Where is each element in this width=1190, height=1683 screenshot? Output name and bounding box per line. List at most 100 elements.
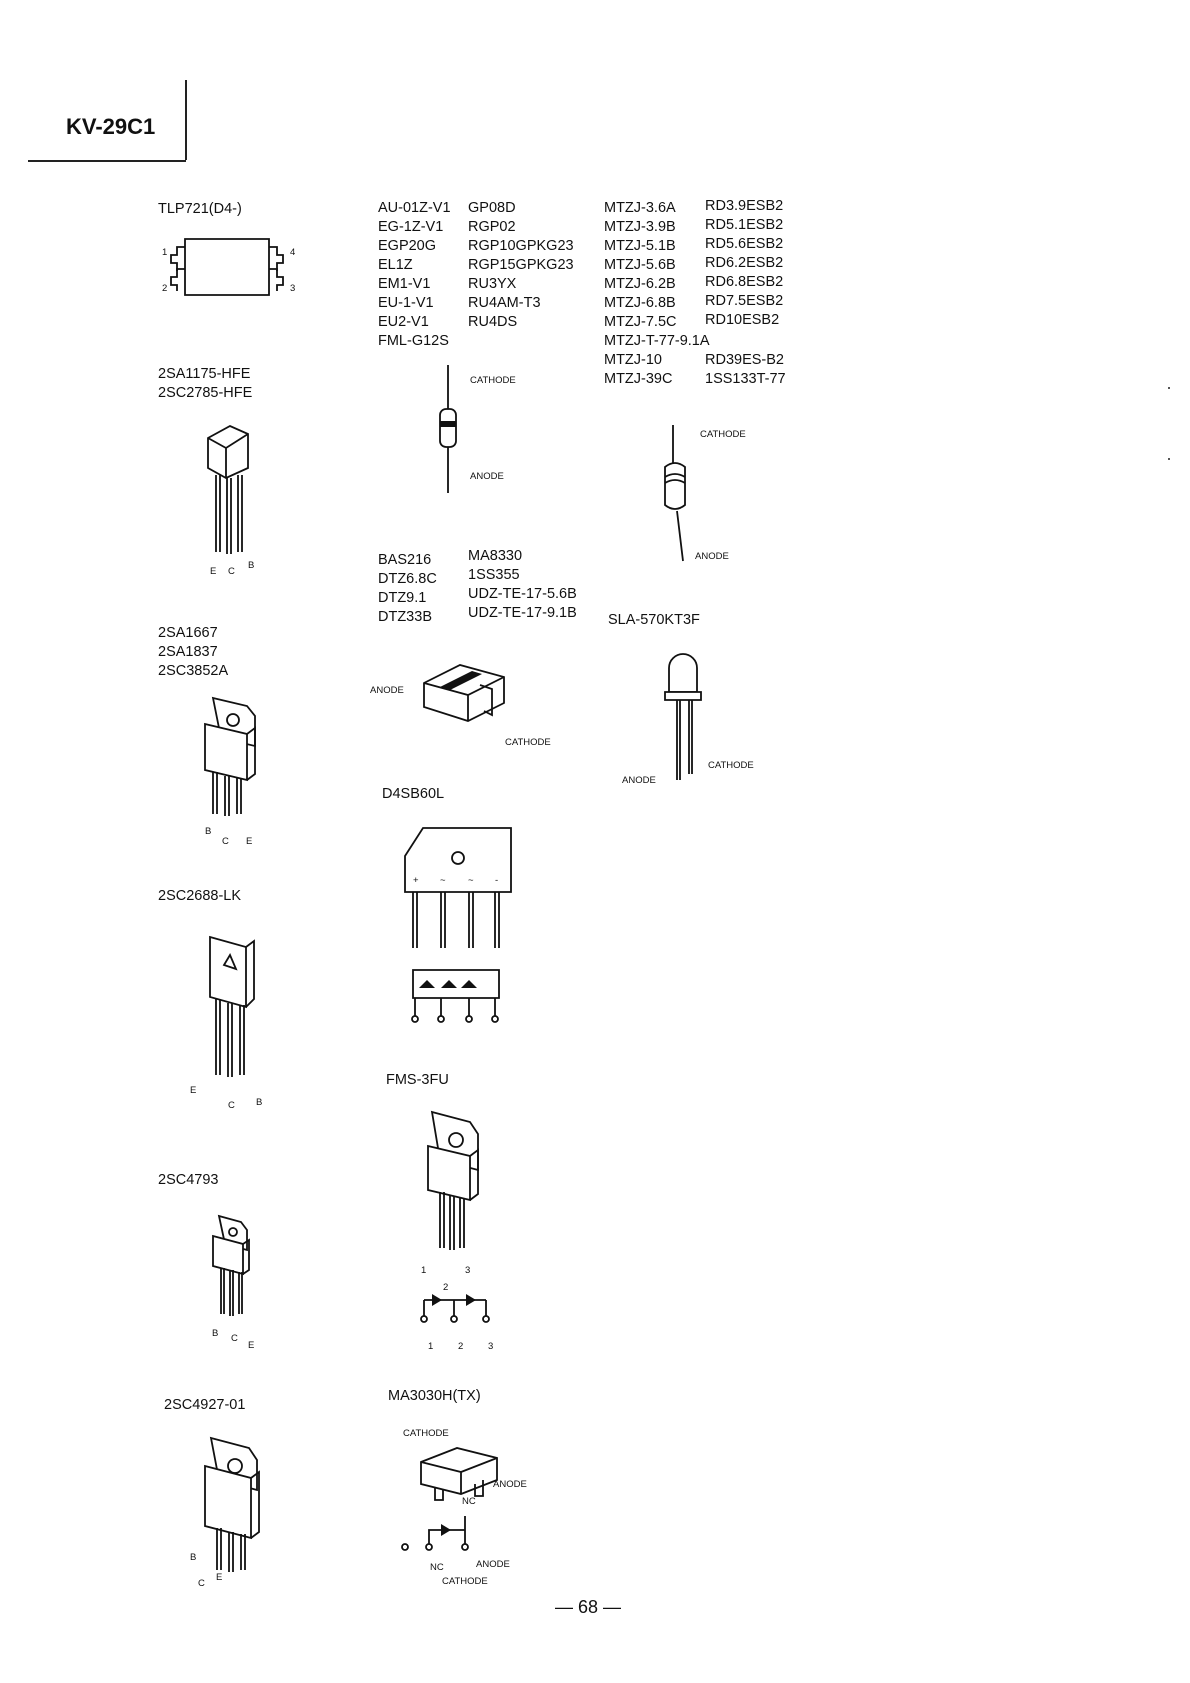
diode2-a-1: DTZ6.8C — [378, 571, 437, 587]
t5-label: 2SC4927-01 — [164, 1397, 246, 1413]
diode1-a-4: EM1-V1 — [378, 276, 431, 292]
zener-a-8: MTZJ-10 — [604, 352, 662, 368]
tlp-pin-3: 3 — [290, 283, 296, 294]
diode1-cathode-label: CATHODE — [470, 375, 516, 386]
bridge-label: D4SB60L — [382, 786, 445, 802]
t4-label: 2SC4793 — [158, 1172, 219, 1188]
t1-pin-b: B — [248, 560, 255, 571]
t2-pin-c: C — [222, 836, 229, 847]
diode1-b-0: GP08D — [468, 200, 516, 216]
diode1-a-0: AU-01Z-V1 — [378, 200, 451, 216]
header-divider-vertical — [185, 80, 187, 160]
diode1-a-3: EL1Z — [378, 257, 413, 273]
to220f-transistor-4 — [205, 1208, 275, 1338]
led-anode-label: ANODE — [622, 775, 656, 786]
t1-name-1: 2SA1175-HFE — [158, 366, 251, 382]
zener-b-3: RD6.2ESB2 — [705, 255, 784, 271]
tlp721-label: TLP721(D4-) — [158, 201, 242, 217]
ma-cathode-label: CATHODE — [403, 1428, 449, 1439]
t4-pin-b: B — [212, 1328, 219, 1339]
diode1-a-6: EU2-V1 — [378, 314, 429, 330]
diode1-a-1: EG-1Z-V1 — [378, 219, 444, 235]
t4-pin-e: E — [248, 1340, 255, 1351]
diode1-b-5: RU4AM-T3 — [468, 295, 541, 311]
t3-label: 2SC2688-LK — [158, 888, 242, 904]
zener-b-9: 1SS133T-77 — [705, 371, 786, 387]
zener-b-1: RD5.1ESB2 — [705, 217, 784, 233]
to126-transistor-3 — [200, 925, 280, 1085]
fms-package — [420, 1100, 520, 1360]
zener-cathode-label: CATHODE — [700, 429, 746, 440]
t3-pin-b: B — [256, 1097, 263, 1108]
smd-cathode-label: CATHODE — [505, 737, 551, 748]
t1-name-2: 2SC2785-HFE — [158, 385, 253, 401]
led-cathode-label: CATHODE — [708, 760, 754, 771]
fms-sch-pin-1: 1 — [428, 1341, 434, 1352]
diode-list-2-col2: MA8330 1SS355 UDZ-TE-17-5.6B UDZ-TE-17-9… — [468, 547, 577, 623]
fms-sch-pin-3: 3 — [488, 1341, 494, 1352]
diode2-a-3: DTZ33B — [378, 609, 432, 625]
t2-name-2: 2SA1837 — [158, 644, 218, 660]
fms-pin-3: 3 — [465, 1265, 471, 1276]
zener-a-1: MTZJ-3.9B — [604, 219, 676, 235]
tlp721-outline — [155, 235, 305, 300]
fms-pin-2: 2 — [443, 1282, 449, 1293]
ma-sch-anode: ANODE — [476, 1559, 510, 1570]
diode2-a-0: BAS216 — [378, 552, 432, 568]
bridge-pin-ac2: ~ — [468, 875, 474, 886]
tlp-pin-1: 1 — [162, 247, 168, 258]
zener-anode-label: ANODE — [695, 551, 729, 562]
diode-list-1-col2: GP08D RGP02 RGP10GPKG23 RGP15GPKG23 RU3Y… — [468, 199, 574, 332]
ma-nc-label: NC — [462, 1496, 476, 1507]
diode2-b-0: MA8330 — [468, 548, 523, 564]
diode2-b-1: 1SS355 — [468, 567, 520, 583]
ma3030-label: MA3030H(TX) — [388, 1388, 481, 1404]
zener-list-col2: RD3.9ESB2 RD5.1ESB2 RD5.6ESB2 RD6.2ESB2 … — [705, 197, 786, 389]
t2-pin-e: E — [246, 836, 253, 847]
t5-pin-e: E — [216, 1572, 223, 1583]
to3p-transistor-5 — [195, 1430, 285, 1590]
t2-pin-b: B — [205, 826, 212, 837]
diode-list-1-col1: AU-01Z-V1 EG-1Z-V1 EGP20G EL1Z EM1-V1 EU… — [378, 199, 451, 351]
tlp-pin-4: 4 — [290, 247, 296, 258]
t2-name-1: 2SA1667 — [158, 625, 218, 641]
bridge-rectifier — [395, 820, 525, 1040]
t4-pin-c: C — [231, 1333, 238, 1344]
smd-diode-package — [420, 655, 520, 735]
zener-a-5: MTZJ-6.8B — [604, 295, 676, 311]
glass-zener-diode — [655, 425, 705, 565]
t5-pin-c: C — [198, 1578, 205, 1589]
led-package — [655, 650, 715, 790]
diode1-b-3: RGP15GPKG23 — [468, 257, 574, 273]
diode2-b-3: UDZ-TE-17-9.1B — [468, 605, 577, 621]
zener-a-3: MTZJ-5.6B — [604, 257, 676, 273]
fms-pin-1: 1 — [421, 1265, 427, 1276]
diode2-b-2: UDZ-TE-17-5.6B — [468, 586, 577, 602]
t2-name-3: 2SC3852A — [158, 663, 229, 679]
fms-sch-pin-2: 2 — [458, 1341, 464, 1352]
sot23-package — [415, 1440, 515, 1570]
t1-names: 2SA1175-HFE 2SC2785-HFE — [158, 365, 252, 403]
diode1-anode-label: ANODE — [470, 471, 504, 482]
zener-b-8: RD39ES-B2 — [705, 352, 784, 368]
zener-a-2: MTZJ-5.1B — [604, 238, 676, 254]
diode-list-2-col1: BAS216 DTZ6.8C DTZ9.1 DTZ33B — [378, 551, 437, 627]
zener-a-6: MTZJ-7.5C — [604, 314, 677, 330]
diode1-b-6: RU4DS — [468, 314, 518, 330]
ma-sch-cathode: CATHODE — [442, 1576, 488, 1587]
t5-pin-b: B — [190, 1552, 197, 1563]
zener-list-col1: MTZJ-3.6A MTZJ-3.9B MTZJ-5.1B MTZJ-5.6B … — [604, 199, 710, 389]
axial-diode-1 — [430, 365, 470, 495]
ma-anode-label: ANODE — [493, 1479, 527, 1490]
bridge-pin-minus: - — [495, 875, 499, 886]
zener-b-5: RD7.5ESB2 — [705, 293, 784, 309]
diode1-a-2: EGP20G — [378, 238, 437, 254]
bridge-pin-plus: + — [413, 875, 419, 886]
margin-speck — [1168, 387, 1170, 389]
t3-pin-c: C — [228, 1100, 235, 1111]
diode1-b-4: RU3YX — [468, 276, 517, 292]
diode1-a-7: FML-G12S — [378, 333, 449, 349]
zener-b-6: RD10ESB2 — [705, 312, 780, 328]
model-title: KV-29C1 — [66, 114, 156, 139]
ma-sch-nc: NC — [430, 1562, 444, 1573]
